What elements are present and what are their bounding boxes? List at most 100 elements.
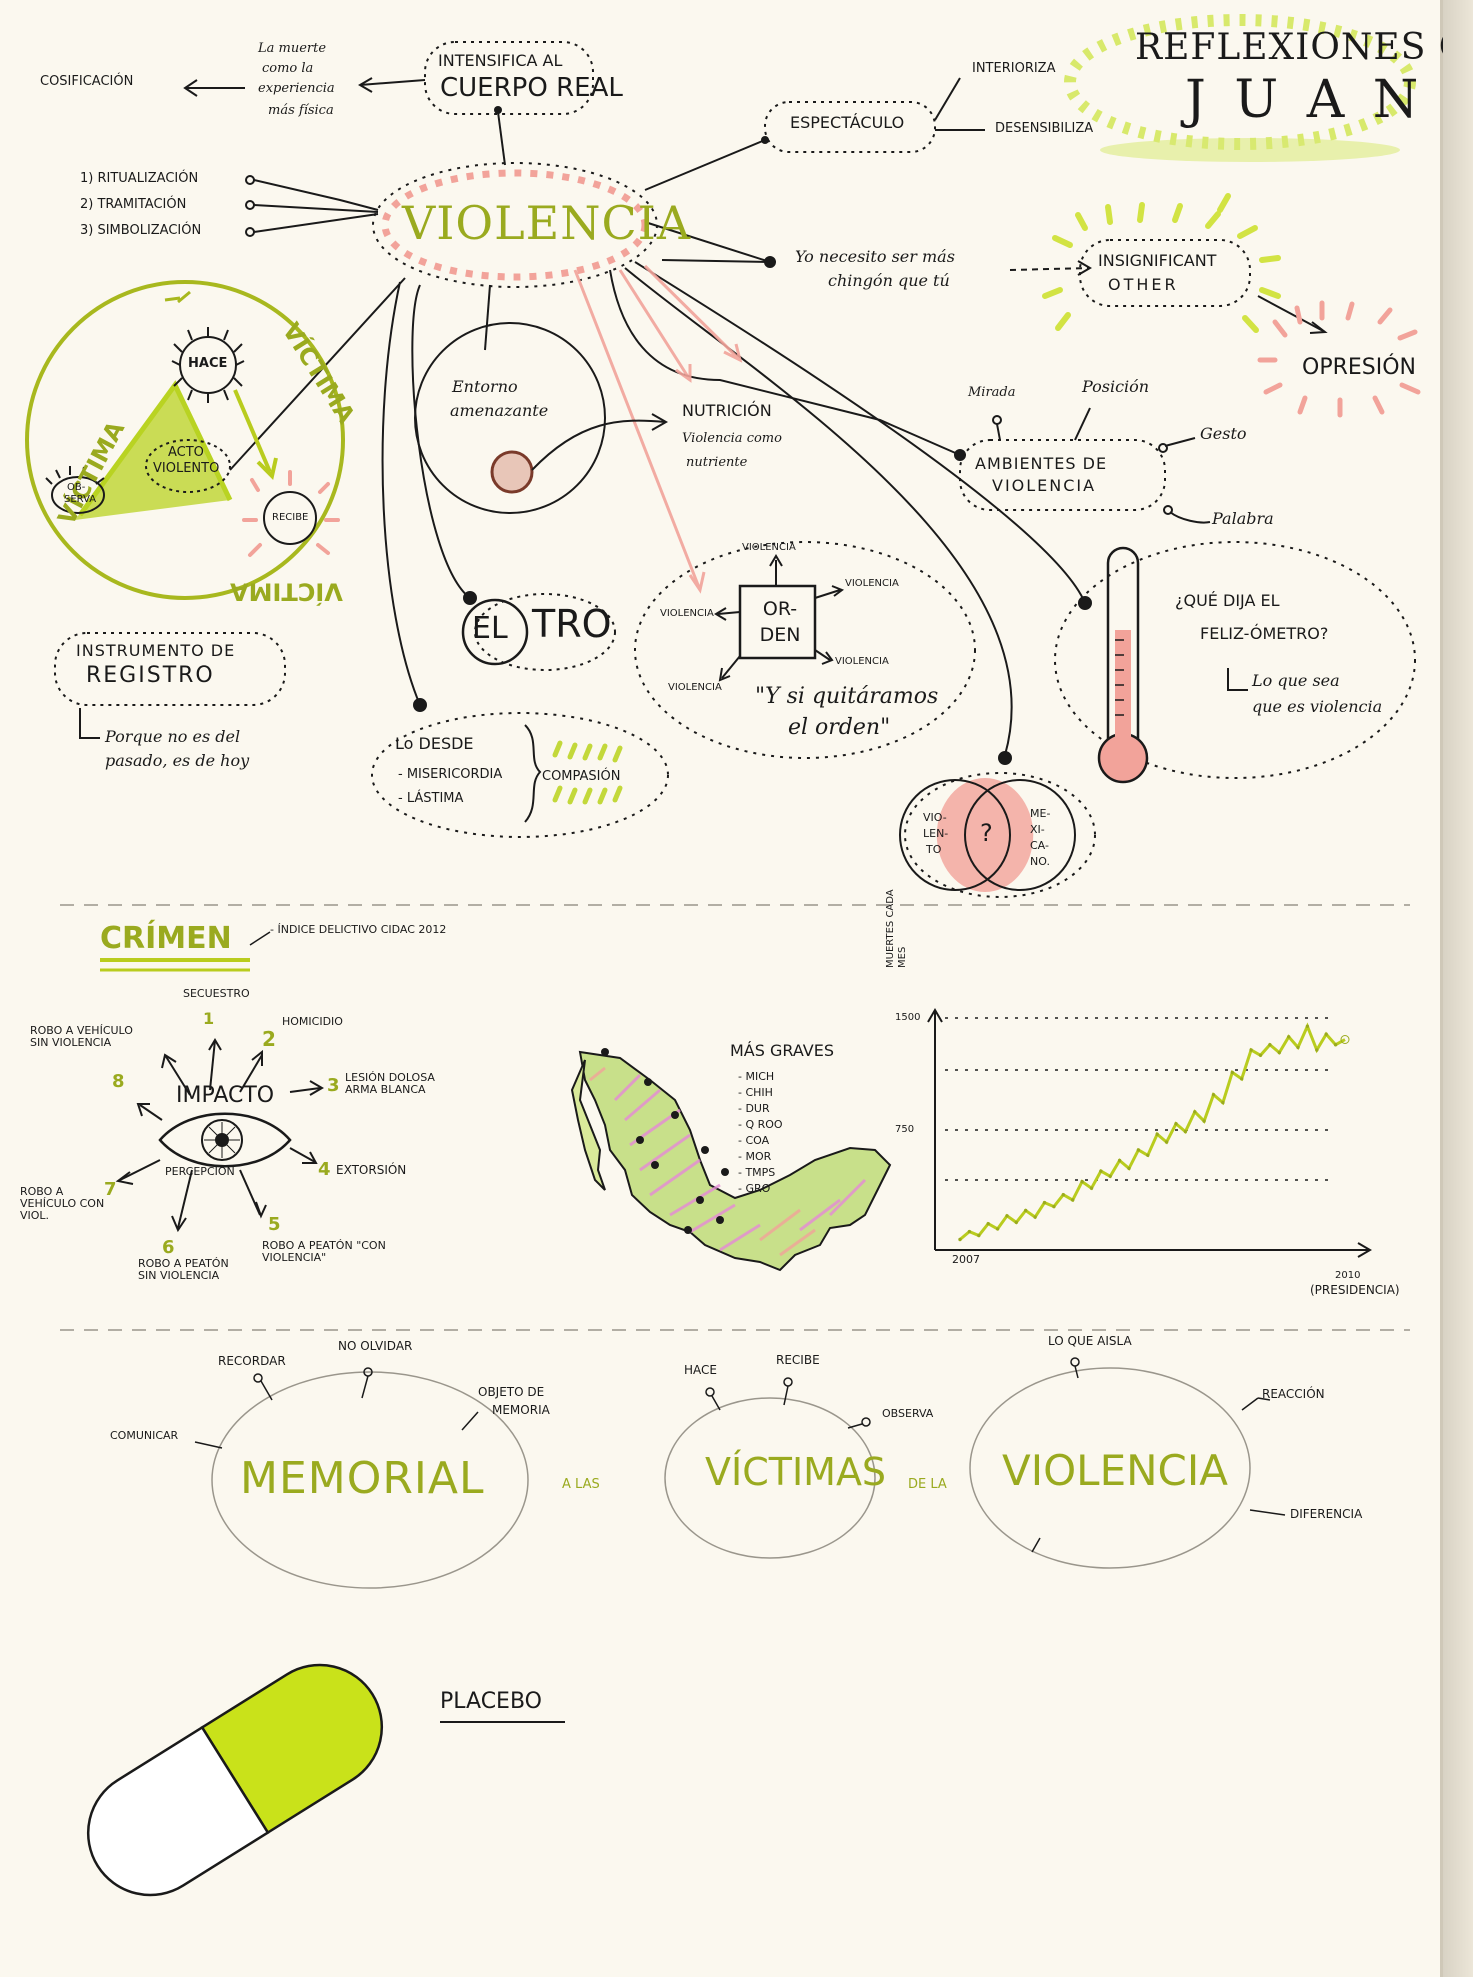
- crime-label-5: ROBO A PEATÓN "CON VIOLENCIA": [262, 1239, 386, 1265]
- chart-point: [1287, 1035, 1291, 1039]
- chart-point: [1052, 1204, 1056, 1209]
- chart-point: [1080, 1179, 1084, 1184]
- crime-label-8: ROBO A VEHÍCULO SIN VIOLENCIA: [30, 1024, 133, 1050]
- chart-point: [1099, 1169, 1103, 1173]
- state-item: - Q ROO: [738, 1118, 783, 1131]
- chart-series-line: [959, 1022, 1346, 1241]
- insignificant-label: INSIGNIFICANT: [1098, 251, 1217, 270]
- state-item: - CHIH: [738, 1086, 773, 1099]
- desensibiliza-label: DESENSIBILIZA: [995, 121, 1094, 136]
- victima-bottom-label: VÍCTIMA: [230, 577, 343, 606]
- chart-point: [995, 1227, 1000, 1231]
- mexico-map: [570, 1048, 892, 1272]
- state-item: - GRO: [738, 1182, 771, 1195]
- chart-point: [1324, 1032, 1328, 1036]
- porque-line1: Porque no es del: [105, 727, 241, 746]
- chart-ytick-750: 750: [895, 1124, 915, 1135]
- interioriza-label: INTERIORIZA: [972, 61, 1056, 76]
- hace-label: HACE: [188, 356, 228, 371]
- state-item: - MICH: [738, 1070, 775, 1083]
- chart-point: [1061, 1193, 1066, 1197]
- chart-point: [1174, 1122, 1178, 1126]
- objeto-line2: MEMORIA: [492, 1403, 550, 1417]
- gesto-label: Gesto: [1200, 424, 1247, 443]
- simbolizacion-label: 3) SIMBOLIZACIÓN: [80, 223, 202, 238]
- placebo-pill-icon: [86, 1663, 384, 1897]
- impacto-eye-diagram: [115, 1038, 324, 1233]
- chart-point: [1033, 1215, 1037, 1219]
- percepcion-label: PERCEPCIÓN: [165, 1165, 235, 1178]
- tro-label: TRO: [532, 602, 612, 646]
- quitaramos-line1: "Y si quitáramos: [755, 684, 939, 709]
- crime-item-5: 5: [268, 1214, 281, 1235]
- tramitacion-label: 2) TRAMITACIÓN: [80, 197, 187, 212]
- quitaramos-line2: el orden": [788, 715, 891, 740]
- chart-point: [1340, 1035, 1350, 1044]
- chart-point: [977, 1233, 981, 1238]
- instrumento-line1: INSTRUMENTO DE: [76, 641, 236, 660]
- chart-point: [1071, 1198, 1075, 1202]
- lo-que-aisla-label: LO QUE AISLA: [1048, 1334, 1132, 1348]
- chart-point: [1014, 1220, 1018, 1225]
- crime-item-7: 7: [104, 1179, 117, 1200]
- violencia-top-label: VIOLENCIA: [742, 542, 796, 553]
- ritualizacion-label: 1) RITUALIZACIÓN: [80, 171, 199, 186]
- entorno-line2: amenazante: [450, 401, 549, 420]
- victimas-label: VÍCTIMAS: [705, 1450, 887, 1494]
- reaccion-label: REACCIÓN: [1262, 1387, 1325, 1401]
- feliz-line3: Lo que sea: [1252, 671, 1340, 690]
- chart-point: [1136, 1148, 1141, 1152]
- venn-right-line1: ME-: [1030, 807, 1051, 820]
- feliz-line1: ¿QUÉ DIJA EL: [1175, 591, 1280, 610]
- chart-point: [1249, 1048, 1253, 1052]
- crimen-title: CRÍMEN: [100, 921, 232, 956]
- diferencia-label: DIFERENCIA: [1290, 1507, 1363, 1521]
- espectaculo-label: ESPECTÁCULO: [790, 113, 905, 132]
- acto-line2: VIOLENTO: [153, 461, 220, 476]
- instrumento-line2: REGISTRO: [86, 663, 215, 688]
- chart-point: [1333, 1043, 1338, 1047]
- chart-ylabel: MUERTES CADA MES: [885, 889, 908, 968]
- crime-label-2: HOMICIDIO: [282, 1015, 343, 1028]
- violencia-bottom-right-label: VIOLENCIA: [835, 656, 889, 667]
- violencia-bottom-left-label: VIOLENCIA: [668, 682, 722, 693]
- chart-point: [1042, 1200, 1047, 1205]
- crime-item-3: 3: [327, 1075, 340, 1096]
- title-highlight: [1064, 14, 1416, 162]
- intensifica-label: INTENSIFICA AL: [438, 51, 563, 70]
- state-item: - MOR: [738, 1150, 772, 1163]
- chart-point: [1146, 1153, 1150, 1158]
- chart-point: [986, 1222, 990, 1226]
- posicion-label: Posición: [1082, 377, 1150, 396]
- crime-label-3: LESIÓN DOLOSA ARMA BLANCA: [345, 1071, 435, 1097]
- state-item: - TMPS: [738, 1166, 776, 1179]
- no-olvidar-label: NO OLVIDAR: [338, 1339, 413, 1353]
- yo-necesito-line1: Yo necesito ser más: [795, 247, 955, 266]
- chart-x-end-note: (PRESIDENCIA): [1310, 1283, 1400, 1297]
- sketch-drawing: [25, 14, 1421, 1897]
- cosificacion-label: COSIFICACIÓN: [40, 74, 134, 89]
- violencia-bubble-pink: [381, 169, 649, 281]
- chart-point: [1202, 1119, 1206, 1123]
- crime-label-4: EXTORSIÓN: [336, 1163, 407, 1177]
- recibe-label: RECIBE: [272, 512, 309, 523]
- crime-item-8: 8: [112, 1071, 125, 1092]
- chart-point: [1258, 1053, 1263, 1058]
- indice-label: - ÍNDICE DELICTIVO CIDAC 2012: [270, 923, 447, 936]
- de-la-label: DE LA: [908, 1477, 947, 1492]
- crime-item-6: 6: [162, 1237, 175, 1258]
- misericordia-label: - MISERICORDIA: [398, 767, 503, 782]
- acto-line1: ACTO: [168, 445, 204, 460]
- chart-point: [1315, 1048, 1319, 1052]
- objeto-line1: OBJETO DE: [478, 1385, 545, 1399]
- observa-line1: OB-: [67, 482, 86, 493]
- cuerpo-real-label: CUERPO REAL: [440, 73, 623, 103]
- chart-point: [958, 1237, 962, 1242]
- title-line2: J U A N: [1185, 70, 1425, 130]
- violencia-center-label: VIOLENCIA: [402, 196, 692, 250]
- yo-necesito-line2: chingón que tú: [828, 271, 950, 290]
- memorial-label: MEMORIAL: [240, 1453, 485, 1504]
- chart-axes: [927, 1008, 1372, 1258]
- chart-point: [967, 1229, 972, 1234]
